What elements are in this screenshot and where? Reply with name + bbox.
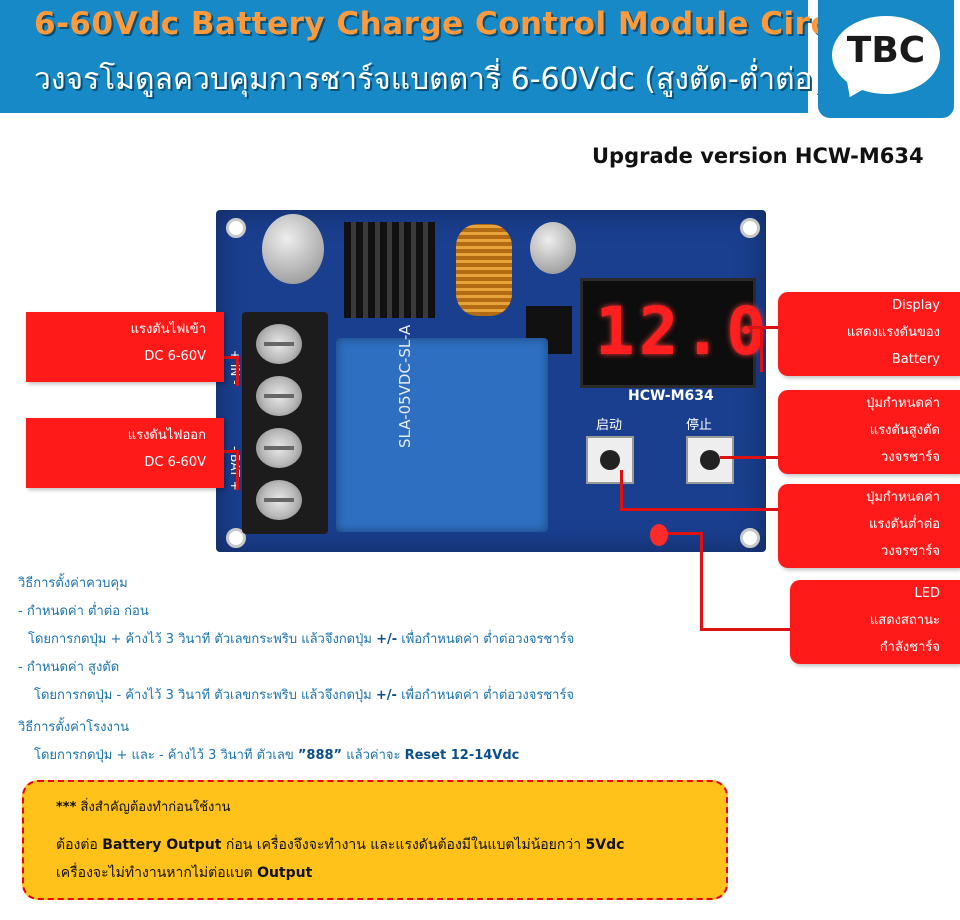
callout-line <box>720 456 778 459</box>
callout-display: Display แสดงแรงดันของ Battery <box>778 292 960 376</box>
instructions-high-heading: - กำหนดค่า สูงตัด <box>18 660 120 675</box>
note-title: *** สิ่งสำคัญต้องทำก่อนใช้งาน <box>56 796 231 817</box>
instr-high-c: เพื่อกำหนดค่า ต่ำต่อวงจรชาร์จ <box>396 688 575 703</box>
factory-b: ”888” <box>297 748 343 763</box>
callout-line <box>760 326 763 372</box>
seven-segment-display: 12.0 <box>580 278 770 388</box>
note-l1-b: Battery Output <box>102 837 222 853</box>
charging-led <box>650 524 668 546</box>
callout-line <box>748 326 778 329</box>
page-title: 6-60Vdc Battery Charge Control Module Ci… <box>34 6 879 42</box>
instructions-heading: วิธีการตั้งค่าควบคุม <box>18 576 128 591</box>
callout-led-status: LED แสดงสถานะ กำลังชาร์จ <box>790 580 960 664</box>
callout-low-connect-button: ปุ่มกำหนดค่า แรงดันต่ำต่อ วงจรชาร์จ <box>778 484 960 568</box>
screw-3 <box>256 428 302 468</box>
note-l2-a: เครื่องจะไม่ทำงานหากไม่ต่อแบต <box>56 865 258 881</box>
stop-button-label: 停止 <box>686 418 713 433</box>
callout-output-line1: แรงดันไฟออก <box>127 428 206 443</box>
note-l1-d: 5Vdc <box>585 837 625 853</box>
note-title-text: สิ่งสำคัญต้องทำก่อนใช้งาน <box>76 800 231 815</box>
instr-low-a: โดยการกดปุ่ม + ค้างไว้ 3 วินาที ตัวเลขกร… <box>28 632 377 647</box>
note-line1: ต้องต่อ Battery Output ก่อน เครื่องจึงจะ… <box>56 834 624 856</box>
callout-line <box>620 508 778 511</box>
board-model-label: HCW-M634 <box>628 388 714 404</box>
callout-high-line1: ปุ่มกำหนดค่า <box>866 396 940 411</box>
callout-input-line2: DC 6-60V <box>144 349 206 364</box>
instr-high-b: +/- <box>375 688 397 703</box>
note-stars: *** <box>56 800 77 815</box>
callout-display-line3: Battery <box>891 352 940 367</box>
screw-1 <box>256 324 302 364</box>
start-button-label: 启动 <box>596 418 623 433</box>
factory-d: Reset 12-14Vdc <box>404 748 520 763</box>
relay: SLA-05VDC-SL-A <box>336 325 548 532</box>
plus-button[interactable] <box>586 436 634 484</box>
callout-high-line3: วงจรชาร์จ <box>881 450 940 465</box>
note-line2: เครื่องจะไม่ทำงานหากไม่ต่อแบต Output <box>56 862 312 884</box>
callout-line <box>700 532 703 630</box>
speech-bubble-icon <box>832 16 940 94</box>
instructions-high-text: โดยการกดปุ่ม - ค้างไว้ 3 วินาที ตัวเลขกร… <box>34 684 574 705</box>
display-value: 12.0 <box>595 293 770 370</box>
tbc-logo: TBC <box>818 0 954 118</box>
callout-output-line2: DC 6-60V <box>144 455 206 470</box>
instructions-low-heading: - กำหนดค่า ต่ำต่อ ก่อน <box>18 604 149 619</box>
callout-high-line2: แรงดันสูงตัด <box>869 423 940 438</box>
inductor-coil <box>456 224 512 316</box>
screw-4 <box>256 480 302 520</box>
callout-input-line1: แรงดันไฟเข้า <box>130 322 206 337</box>
note-l2-b: Output <box>257 865 313 881</box>
page-subtitle: วงจรโมดูลควบคุมการชาร์จแบตตารี่ 6-60Vdc … <box>34 62 825 97</box>
important-note-box: *** สิ่งสำคัญต้องทำก่อนใช้งาน ต้องต่อ Ba… <box>22 780 728 900</box>
callout-line <box>620 470 623 510</box>
capacitor-small <box>530 222 576 274</box>
callout-low-line1: ปุ่มกำหนดค่า <box>866 490 940 505</box>
instr-high-a: โดยการกดปุ่ม - ค้างไว้ 3 วินาที ตัวเลขกร… <box>34 688 376 703</box>
upgrade-version-label: Upgrade version HCW-M634 <box>592 144 924 168</box>
note-l1-a: ต้องต่อ <box>56 837 103 853</box>
callout-led-line2: แสดงสถานะ <box>869 613 940 628</box>
factory-heading: วิธีการตั้งค่าโรงงาน <box>18 720 130 735</box>
instr-low-c: เพื่อกำหนดค่า ต่ำต่อวงจรชาร์จ <box>397 632 575 647</box>
callout-display-line2: แสดงแรงดันของ <box>846 325 940 340</box>
factory-a: โดยการกดปุ่ม + และ - ค้างไว้ 3 วินาที ตั… <box>34 748 298 763</box>
mount-hole-tr <box>740 218 760 238</box>
callout-line <box>700 628 790 631</box>
callout-line <box>236 450 239 490</box>
callout-display-line1: Display <box>892 298 940 313</box>
screw-2 <box>256 376 302 416</box>
relay-label: SLA-05VDC-SL-A <box>396 324 414 448</box>
mount-hole-bl <box>226 528 246 548</box>
capacitor-large <box>262 214 324 284</box>
callout-low-line2: แรงดันต่ำต่อ <box>868 517 940 532</box>
heatsink <box>344 222 436 318</box>
callout-line <box>236 356 239 386</box>
callout-low-line3: วงจรชาร์จ <box>881 544 940 559</box>
logo-text: TBC <box>846 30 926 71</box>
minus-button[interactable] <box>686 436 734 484</box>
header-banner: 6-60Vdc Battery Charge Control Module Ci… <box>0 0 878 113</box>
callout-line <box>668 532 702 535</box>
screw-terminal-block <box>242 312 328 534</box>
callout-led-line3: กำลังชาร์จ <box>879 640 940 655</box>
instructions-low-text: โดยการกดปุ่ม + ค้างไว้ 3 วินาที ตัวเลขกร… <box>28 628 574 649</box>
callout-led-line1: LED <box>914 586 940 601</box>
mount-hole-tl <box>226 218 246 238</box>
callout-input-voltage: แรงดันไฟเข้า DC 6-60V <box>26 312 224 382</box>
factory-c: แล้วค่าจะ <box>342 748 405 763</box>
instr-low-b: +/- <box>376 632 398 647</box>
mount-hole-br <box>740 528 760 548</box>
note-l1-c: ก่อน เครื่องจึงจะทำงาน และแรงดันต้องมีใน… <box>221 837 586 853</box>
factory-text: โดยการกดปุ่ม + และ - ค้างไว้ 3 วินาที ตั… <box>34 744 519 765</box>
callout-high-cutoff-button: ปุ่มกำหนดค่า แรงดันสูงตัด วงจรชาร์จ <box>778 390 960 474</box>
callout-output-voltage: แรงดันไฟออก DC 6-60V <box>26 418 224 488</box>
